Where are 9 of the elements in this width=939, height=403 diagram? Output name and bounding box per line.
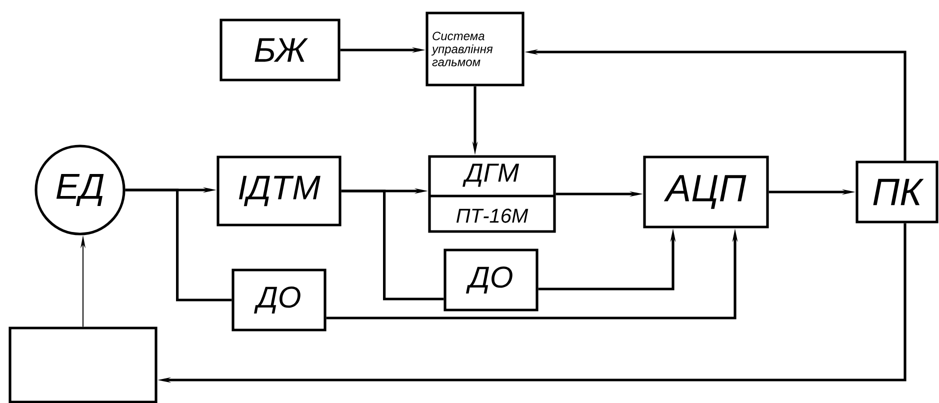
process-box: ПК xyxy=(856,160,938,224)
process-box: ДО xyxy=(232,268,326,332)
process-box: Система управління гальмом xyxy=(426,12,524,86)
process-box: ДГМ ПТ-16М xyxy=(428,155,556,233)
process-box: АЦП xyxy=(643,156,769,228)
process-box: ДО xyxy=(444,248,538,312)
process-box: БЖ xyxy=(220,18,340,82)
process-box: ІДТМ xyxy=(216,156,342,226)
empty-box xyxy=(8,326,158,403)
